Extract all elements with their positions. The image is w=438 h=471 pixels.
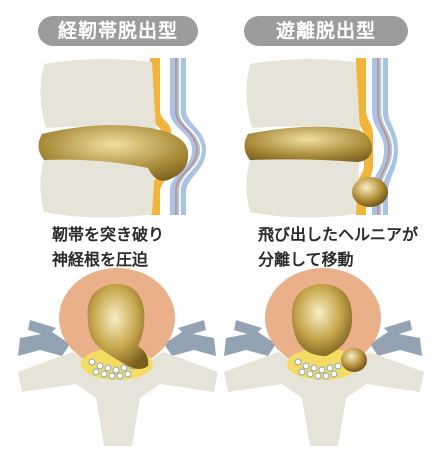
caption-sequestration: 飛び出したヘルニアが 分離して移動 bbox=[258, 222, 418, 272]
disc-left bbox=[38, 125, 189, 181]
nerve-root-left-a2 bbox=[224, 332, 276, 356]
nerve-root-right-b2 bbox=[384, 320, 412, 336]
left-axial-view bbox=[18, 268, 218, 446]
posterior-arch-left bbox=[18, 352, 218, 446]
caption-line: 神経根を圧迫 bbox=[52, 250, 149, 269]
left-side-view bbox=[38, 58, 206, 218]
caption-line: 靭帯を突き破り bbox=[52, 225, 165, 244]
nerve-line-left bbox=[175, 58, 198, 215]
lower-vertebra-right bbox=[246, 149, 360, 218]
nucleus-right bbox=[291, 284, 353, 356]
disc-right bbox=[244, 126, 372, 162]
caption-transligamentous: 靭帯を突き破り 神経根を圧迫 bbox=[52, 222, 164, 272]
nerve-root-left-b bbox=[28, 320, 56, 336]
right-side-view bbox=[244, 58, 398, 218]
title-transligamentous: 経靭帯脱出型 bbox=[38, 16, 198, 46]
cauda-equina-right bbox=[294, 358, 342, 380]
nerve-root-left-b2 bbox=[234, 320, 262, 336]
free-fragment-axial-right bbox=[341, 348, 367, 372]
cauda-equina-left bbox=[88, 358, 136, 380]
right-axial-view bbox=[224, 268, 424, 446]
nerve-root-right-b bbox=[178, 320, 206, 336]
free-fragment-right bbox=[352, 177, 388, 207]
posterior-arch-right bbox=[224, 352, 424, 446]
title-sequestration: 遊離脱出型 bbox=[244, 16, 408, 46]
nucleus-extruded-left bbox=[87, 283, 149, 369]
lower-vertebra-left bbox=[40, 149, 156, 218]
caption-line: 飛び出したヘルニアが bbox=[258, 225, 419, 244]
upper-vertebra-right bbox=[246, 58, 360, 130]
nerve-root-left-a bbox=[18, 332, 70, 356]
nerve-root-right-a2 bbox=[370, 332, 422, 356]
caption-line: 分離して移動 bbox=[258, 250, 354, 269]
nerve-root-right-a bbox=[164, 332, 216, 356]
dura-left bbox=[170, 58, 206, 215]
upper-vertebra-left bbox=[40, 58, 156, 130]
